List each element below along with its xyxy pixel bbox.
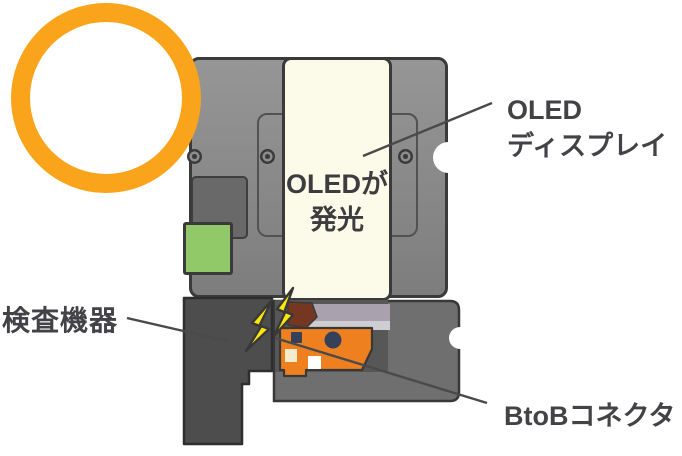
highlight-ring-icon [11,3,201,193]
fixture-green-component [183,222,233,275]
screw-icon [260,149,275,164]
leader-line-equipment [126,316,228,343]
flex-stack-band [300,304,390,330]
connector-white-pad [308,356,321,369]
btob-connector [278,326,374,378]
oled-panel-caption-line1: OLEDが [285,169,388,199]
oled-display-panel [282,57,392,301]
connector-navy-pad [291,332,302,343]
oled-display-label-line1: OLED [507,95,583,125]
oled-display-label: OLED ディスプレイ [507,92,667,164]
connector-holder-block [272,299,461,403]
oled-panel-caption: OLEDが 発光 [282,166,392,238]
btob-connector-label: BtoBコネクタ [504,401,676,431]
leader-line-btob [274,336,488,405]
screw-icon [398,149,413,164]
screw-icon [187,149,202,164]
lightning-icon [244,298,274,353]
body-edge-notch [433,142,464,173]
connector-cream-pad [285,349,297,362]
flex-stack-band-highlight [300,321,390,330]
inspection-equipment-label: 検査機器 [2,305,119,336]
oled-display-label-line2: ディスプレイ [507,131,668,161]
connector-recess-shadow [275,300,388,372]
connector-navy-dot [324,331,342,349]
holder-edge-notch [449,327,471,349]
folded-flex-cable [287,301,318,329]
oled-panel-caption-line2: 発光 [310,205,364,235]
inspection-equipment-block [182,296,274,446]
